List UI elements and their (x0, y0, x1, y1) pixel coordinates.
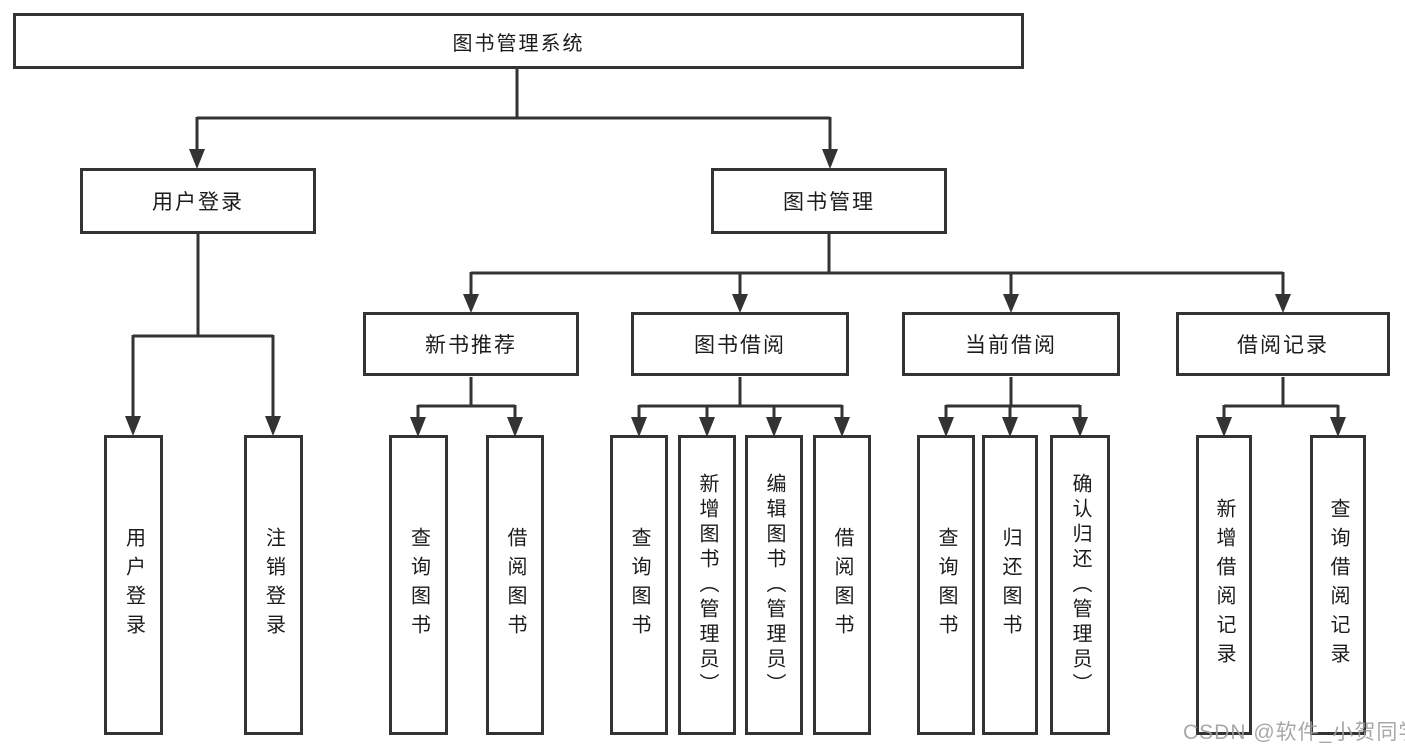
node-user-login-action-label: 用户登录 (122, 527, 145, 643)
node-borrow-books-label: 借阅图书 (831, 527, 853, 643)
node-borrow-books: 借阅图书 (813, 435, 871, 735)
node-add-book-admin-label: 新增图书（管理员） (696, 472, 718, 698)
node-library-system-label: 图书管理系统 (452, 32, 585, 55)
node-add-borrow-record: 新增借阅记录 (1196, 435, 1252, 735)
node-query-books-borrow-label: 查询图书 (628, 527, 650, 643)
node-query-books-current-label: 查询图书 (935, 527, 957, 643)
node-user-login-action: 用户登录 (104, 435, 163, 735)
node-logout-label: 注销登录 (262, 527, 285, 643)
node-query-books-current: 查询图书 (917, 435, 975, 735)
node-query-borrow-record: 查询借阅记录 (1310, 435, 1366, 735)
node-confirm-return-admin: 确认归还（管理员） (1050, 435, 1110, 735)
node-query-borrow-record-label: 查询借阅记录 (1327, 498, 1349, 672)
node-return-books-label: 归还图书 (999, 527, 1021, 643)
node-borrow-books-recommend-label: 借阅图书 (504, 527, 526, 643)
node-add-borrow-record-label: 新增借阅记录 (1213, 498, 1235, 672)
node-current-borrowing-label: 当前借阅 (965, 334, 1057, 357)
node-query-books-recommend-label: 查询图书 (407, 527, 430, 643)
node-query-books-borrow: 查询图书 (610, 435, 668, 735)
node-borrowing-records: 借阅记录 (1176, 312, 1390, 376)
node-query-books-recommend: 查询图书 (389, 435, 448, 735)
node-add-book-admin: 新增图书（管理员） (678, 435, 736, 735)
node-confirm-return-admin-label: 确认归还（管理员） (1069, 472, 1091, 698)
node-return-books: 归还图书 (982, 435, 1038, 735)
node-new-book-recommend-label: 新书推荐 (425, 334, 517, 357)
node-logout: 注销登录 (244, 435, 303, 735)
node-user-login-label: 用户登录 (152, 191, 244, 214)
node-user-login: 用户登录 (80, 168, 316, 234)
node-library-system: 图书管理系统 (13, 13, 1024, 69)
node-new-book-recommend: 新书推荐 (363, 312, 579, 376)
node-book-borrowing-label: 图书借阅 (694, 334, 786, 357)
csdn-watermark: CSDN @软件_小贺同学 (1183, 721, 1405, 744)
node-borrow-books-recommend: 借阅图书 (486, 435, 544, 735)
node-current-borrowing: 当前借阅 (902, 312, 1120, 376)
node-book-borrowing: 图书借阅 (631, 312, 849, 376)
node-edit-book-admin-label: 编辑图书（管理员） (763, 472, 785, 698)
node-book-management: 图书管理 (711, 168, 947, 234)
node-edit-book-admin: 编辑图书（管理员） (745, 435, 803, 735)
node-borrowing-records-label: 借阅记录 (1237, 334, 1329, 357)
node-book-management-label: 图书管理 (783, 191, 875, 214)
